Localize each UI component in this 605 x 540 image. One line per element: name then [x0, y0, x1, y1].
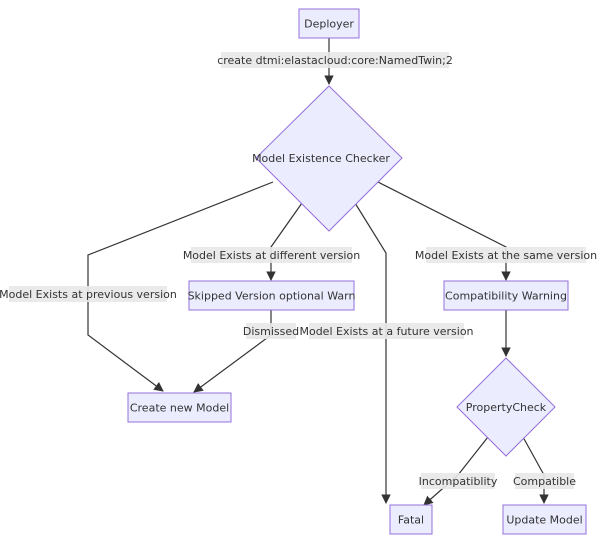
edge-label-different-version: Model Exists at different version [183, 247, 360, 263]
node-create-new-model-label: Create new Model [130, 402, 229, 415]
edge-label-create-text: create dtmi:elastacloud:core:NamedTwin;2 [217, 54, 453, 67]
node-compatibility-warning-label: Compatibility Warning [445, 290, 567, 303]
node-update-model: Update Model [502, 504, 587, 535]
edge-label-same-version-text: Model Exists at the same version [415, 249, 597, 262]
edge-label-previous-version-text: Model Exists at previous version [0, 288, 177, 301]
node-property-check: PropertyCheck [456, 357, 556, 457]
node-fatal-label: Fatal [398, 514, 424, 527]
node-deployer-label: Deployer [304, 18, 354, 31]
edge-label-incompatible: Incompatiblity [419, 473, 498, 489]
node-property-check-label: PropertyCheck [466, 401, 547, 414]
edge-label-create: create dtmi:elastacloud:core:NamedTwin;2 [217, 52, 453, 68]
edge-skipped-to-create-model [193, 310, 272, 393]
edge-checker-to-skipped-version [266, 202, 303, 281]
edge-checker-to-compat-warning [375, 180, 511, 281]
edge-label-future-version-text: Model Exists at a future version [299, 325, 473, 338]
edge-propertycheck-to-fatal [423, 436, 489, 506]
nodes: Deployer Model Existence Checker Skipped… [127, 8, 587, 535]
edge-label-dismissed-text: Dismissed [243, 325, 299, 338]
edge-label-compatible-text: Compatible [513, 475, 576, 488]
edge-label-dismissed: Dismissed [243, 323, 299, 339]
node-create-new-model: Create new Model [127, 392, 232, 423]
node-skipped-version-warn-label: Skipped Version optional Warn [188, 290, 356, 303]
edge-label-previous-version: Model Exists at previous version [0, 286, 177, 302]
edge-labels: create dtmi:elastacloud:core:NamedTwin;2… [0, 52, 597, 489]
node-skipped-version-warn: Skipped Version optional Warn [188, 280, 356, 311]
edge-propertycheck-to-update [522, 436, 549, 504]
node-fatal: Fatal [389, 504, 433, 535]
edge-checker-to-fatal [354, 202, 391, 504]
node-compatibility-warning: Compatibility Warning [443, 280, 569, 311]
edge-label-same-version: Model Exists at the same version [415, 247, 597, 263]
edge-label-different-version-text: Model Exists at different version [183, 249, 360, 262]
node-update-model-label: Update Model [506, 514, 582, 527]
node-model-existence-checker-label: Model Existence Checker [252, 152, 390, 165]
edge-label-compatible: Compatible [513, 473, 576, 489]
node-model-existence-checker: Model Existence Checker [252, 85, 403, 232]
edge-label-future-version: Model Exists at a future version [299, 323, 474, 339]
edge-label-incompatible-text: Incompatiblity [419, 475, 498, 488]
node-deployer: Deployer [298, 8, 360, 39]
